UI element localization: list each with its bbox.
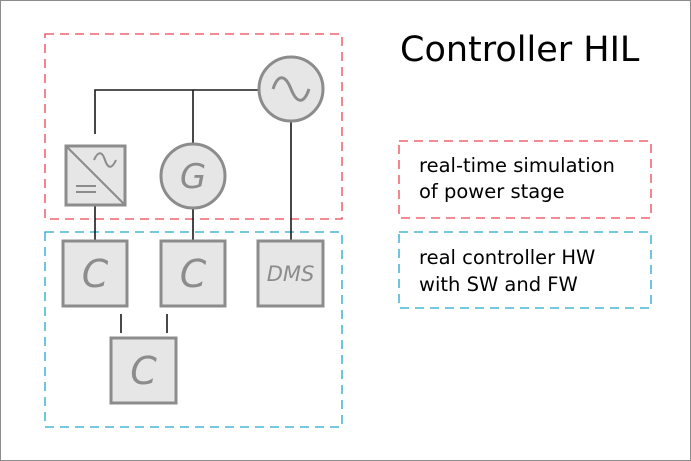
controller-bottom-label: C [130, 349, 157, 393]
legend-controller-line1: real controller HW [419, 246, 595, 269]
diagram-title: Controller HIL [400, 30, 640, 70]
ac-source-icon [257, 55, 325, 123]
legend-simulation-line1: real-time simulation [419, 154, 615, 177]
controller-left-block: C [61, 239, 129, 308]
bus-wire [94, 89, 258, 134]
dms-block: DMS [256, 239, 325, 308]
legend-controller-box [398, 231, 652, 309]
generator-block: G [159, 142, 227, 210]
wiring [94, 89, 292, 333]
legend-simulation-line2: of power stage [419, 180, 565, 203]
controller-left-label: C [82, 252, 109, 296]
controller-bottom-block: C [109, 336, 178, 405]
legend-controller-line2: with SW and FW [419, 273, 578, 296]
legend-simulation-box [398, 140, 652, 219]
generator-label: G [180, 157, 206, 197]
controller-middle-label: C [180, 252, 207, 296]
dms-label: DMS [267, 262, 315, 286]
converter-icon [64, 144, 127, 207]
controller-region [44, 231, 343, 428]
controller-middle-block: C [159, 239, 227, 308]
